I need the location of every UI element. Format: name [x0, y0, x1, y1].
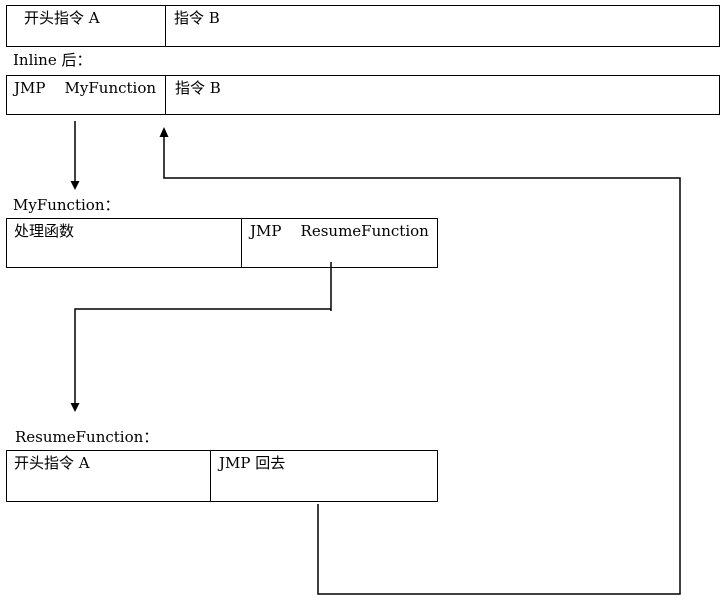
inline-code-box: JMP MyFunction 指令 B: [6, 75, 720, 115]
original-code-box: 开头指令 A 指令 B: [6, 5, 720, 47]
myfunction-cell-processing: 处理函数: [14, 222, 75, 240]
inline-label: Inline 后：: [13, 51, 92, 69]
resumefunction-code-box: 开头指令 A JMP 回去: [6, 450, 438, 502]
myfunction-cell-jmp-resume: JMP ResumeFunction: [241, 219, 437, 267]
resumefunction-label: ResumeFunction：: [15, 428, 159, 446]
resumefunction-cell-instruction-a: 开头指令 A: [14, 454, 90, 472]
resumefunction-cell-jmp-back: JMP 回去: [210, 451, 437, 501]
inline-cell-jmp-myfunction: JMP MyFunction: [14, 79, 157, 97]
original-cell-instruction-b: 指令 B: [165, 6, 719, 46]
arrow-return-to-instruction-b: [159, 127, 681, 595]
myfunction-code-box: 处理函数 JMP ResumeFunction: [6, 218, 438, 268]
arrow-to-resumefunction: [70, 262, 332, 412]
original-cell-instruction-a: 开头指令 A: [24, 9, 100, 27]
myfunction-label: MyFunction：: [13, 196, 120, 214]
inline-cell-instruction-b: 指令 B: [165, 76, 719, 114]
arrow-to-myfunction: [70, 121, 80, 190]
